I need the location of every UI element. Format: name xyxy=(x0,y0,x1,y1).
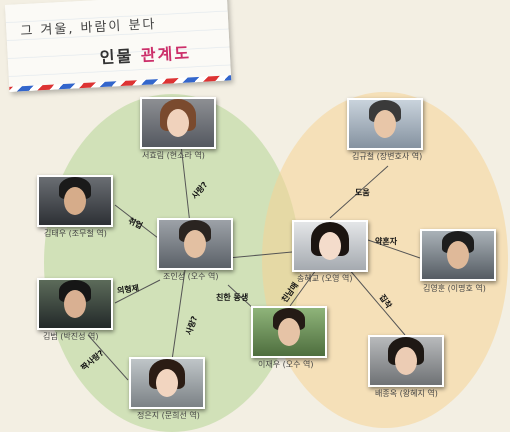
name-bae: 배종옥 (왕혜지 역) xyxy=(375,389,438,398)
name-kimgyu: 김규철 (장변호사 역) xyxy=(352,152,423,161)
name-kimbeom: 김범 (박진성 역) xyxy=(43,332,99,341)
photo-kimgyu xyxy=(347,98,423,150)
name-jo: 조인성 (오수 역) xyxy=(163,272,219,281)
relation-jo-song: 친한 동생 xyxy=(216,293,249,302)
name-jung: 정은지 (문희선 역) xyxy=(137,411,200,420)
name-kimyoung: 김영훈 (이명호 역) xyxy=(423,284,486,293)
line-lee-song xyxy=(289,269,317,307)
line-song-bae xyxy=(347,267,406,336)
line-song-kimyoung xyxy=(367,239,421,259)
name-kimtaewoo: 김태우 (조무철 역) xyxy=(44,229,107,238)
name-lee: 이재우 (오수 역) xyxy=(258,360,314,369)
line-kimtaewoo-jo xyxy=(114,204,159,239)
line-jo-lee xyxy=(227,284,256,311)
photo-bae xyxy=(368,335,444,387)
photo-lee xyxy=(251,306,327,358)
line-kimgyu-song xyxy=(329,165,389,219)
line-jo-jung xyxy=(171,269,186,361)
photo-kimbeom xyxy=(37,278,113,330)
line-kimbeom-jung xyxy=(87,334,129,381)
photo-seo xyxy=(140,97,216,149)
photo-kimtaewoo xyxy=(37,175,113,227)
photo-kimyoung xyxy=(420,229,496,281)
photo-song xyxy=(292,220,368,272)
line-jo-song xyxy=(227,251,293,259)
photo-jo xyxy=(157,218,233,270)
name-song: 송혜교 (오영 역) xyxy=(297,274,353,283)
line-kimbeom-jo xyxy=(114,279,161,304)
name-seo: 서효림 (현소라 역) xyxy=(142,151,205,160)
relation-song-kimyoung: 약혼자 xyxy=(375,237,398,246)
photo-jung xyxy=(129,357,205,409)
relation-kimgyu-song: 도움 xyxy=(355,188,370,197)
